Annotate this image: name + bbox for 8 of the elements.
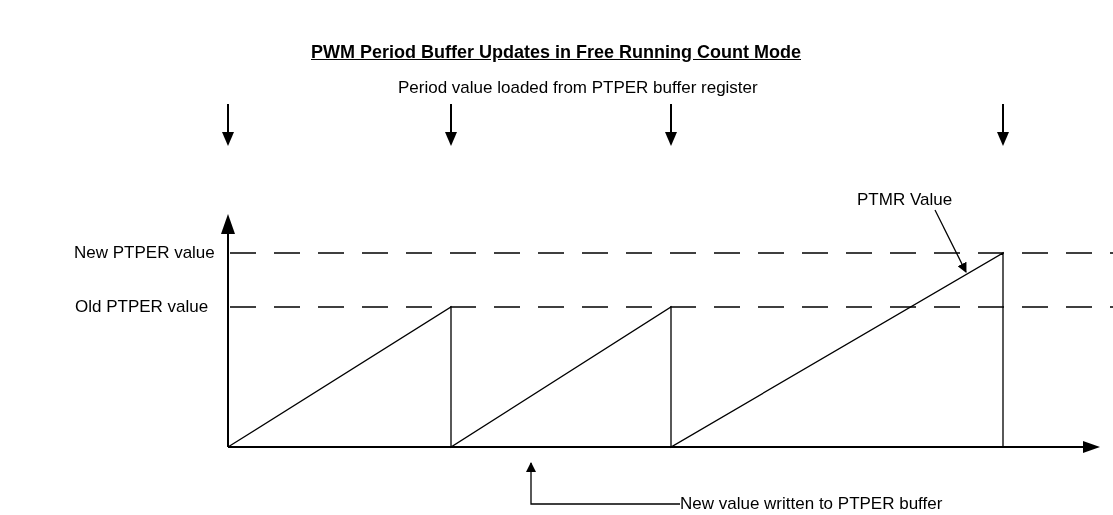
leader-line [934, 209, 967, 273]
annotation-text: Period value loaded from PTPER buffer register [398, 78, 758, 98]
annotation-text: New value written to PTPER buffer [680, 494, 943, 514]
diagram-title: PWM Period Buffer Updates in Free Running Count Mode [311, 42, 801, 62]
leader-line [526, 462, 681, 505]
axis-level-label: Old PTPER value [75, 297, 209, 317]
annotation-text: PTMR Value [857, 190, 953, 210]
axis-level-label: New PTPER value [74, 243, 215, 263]
